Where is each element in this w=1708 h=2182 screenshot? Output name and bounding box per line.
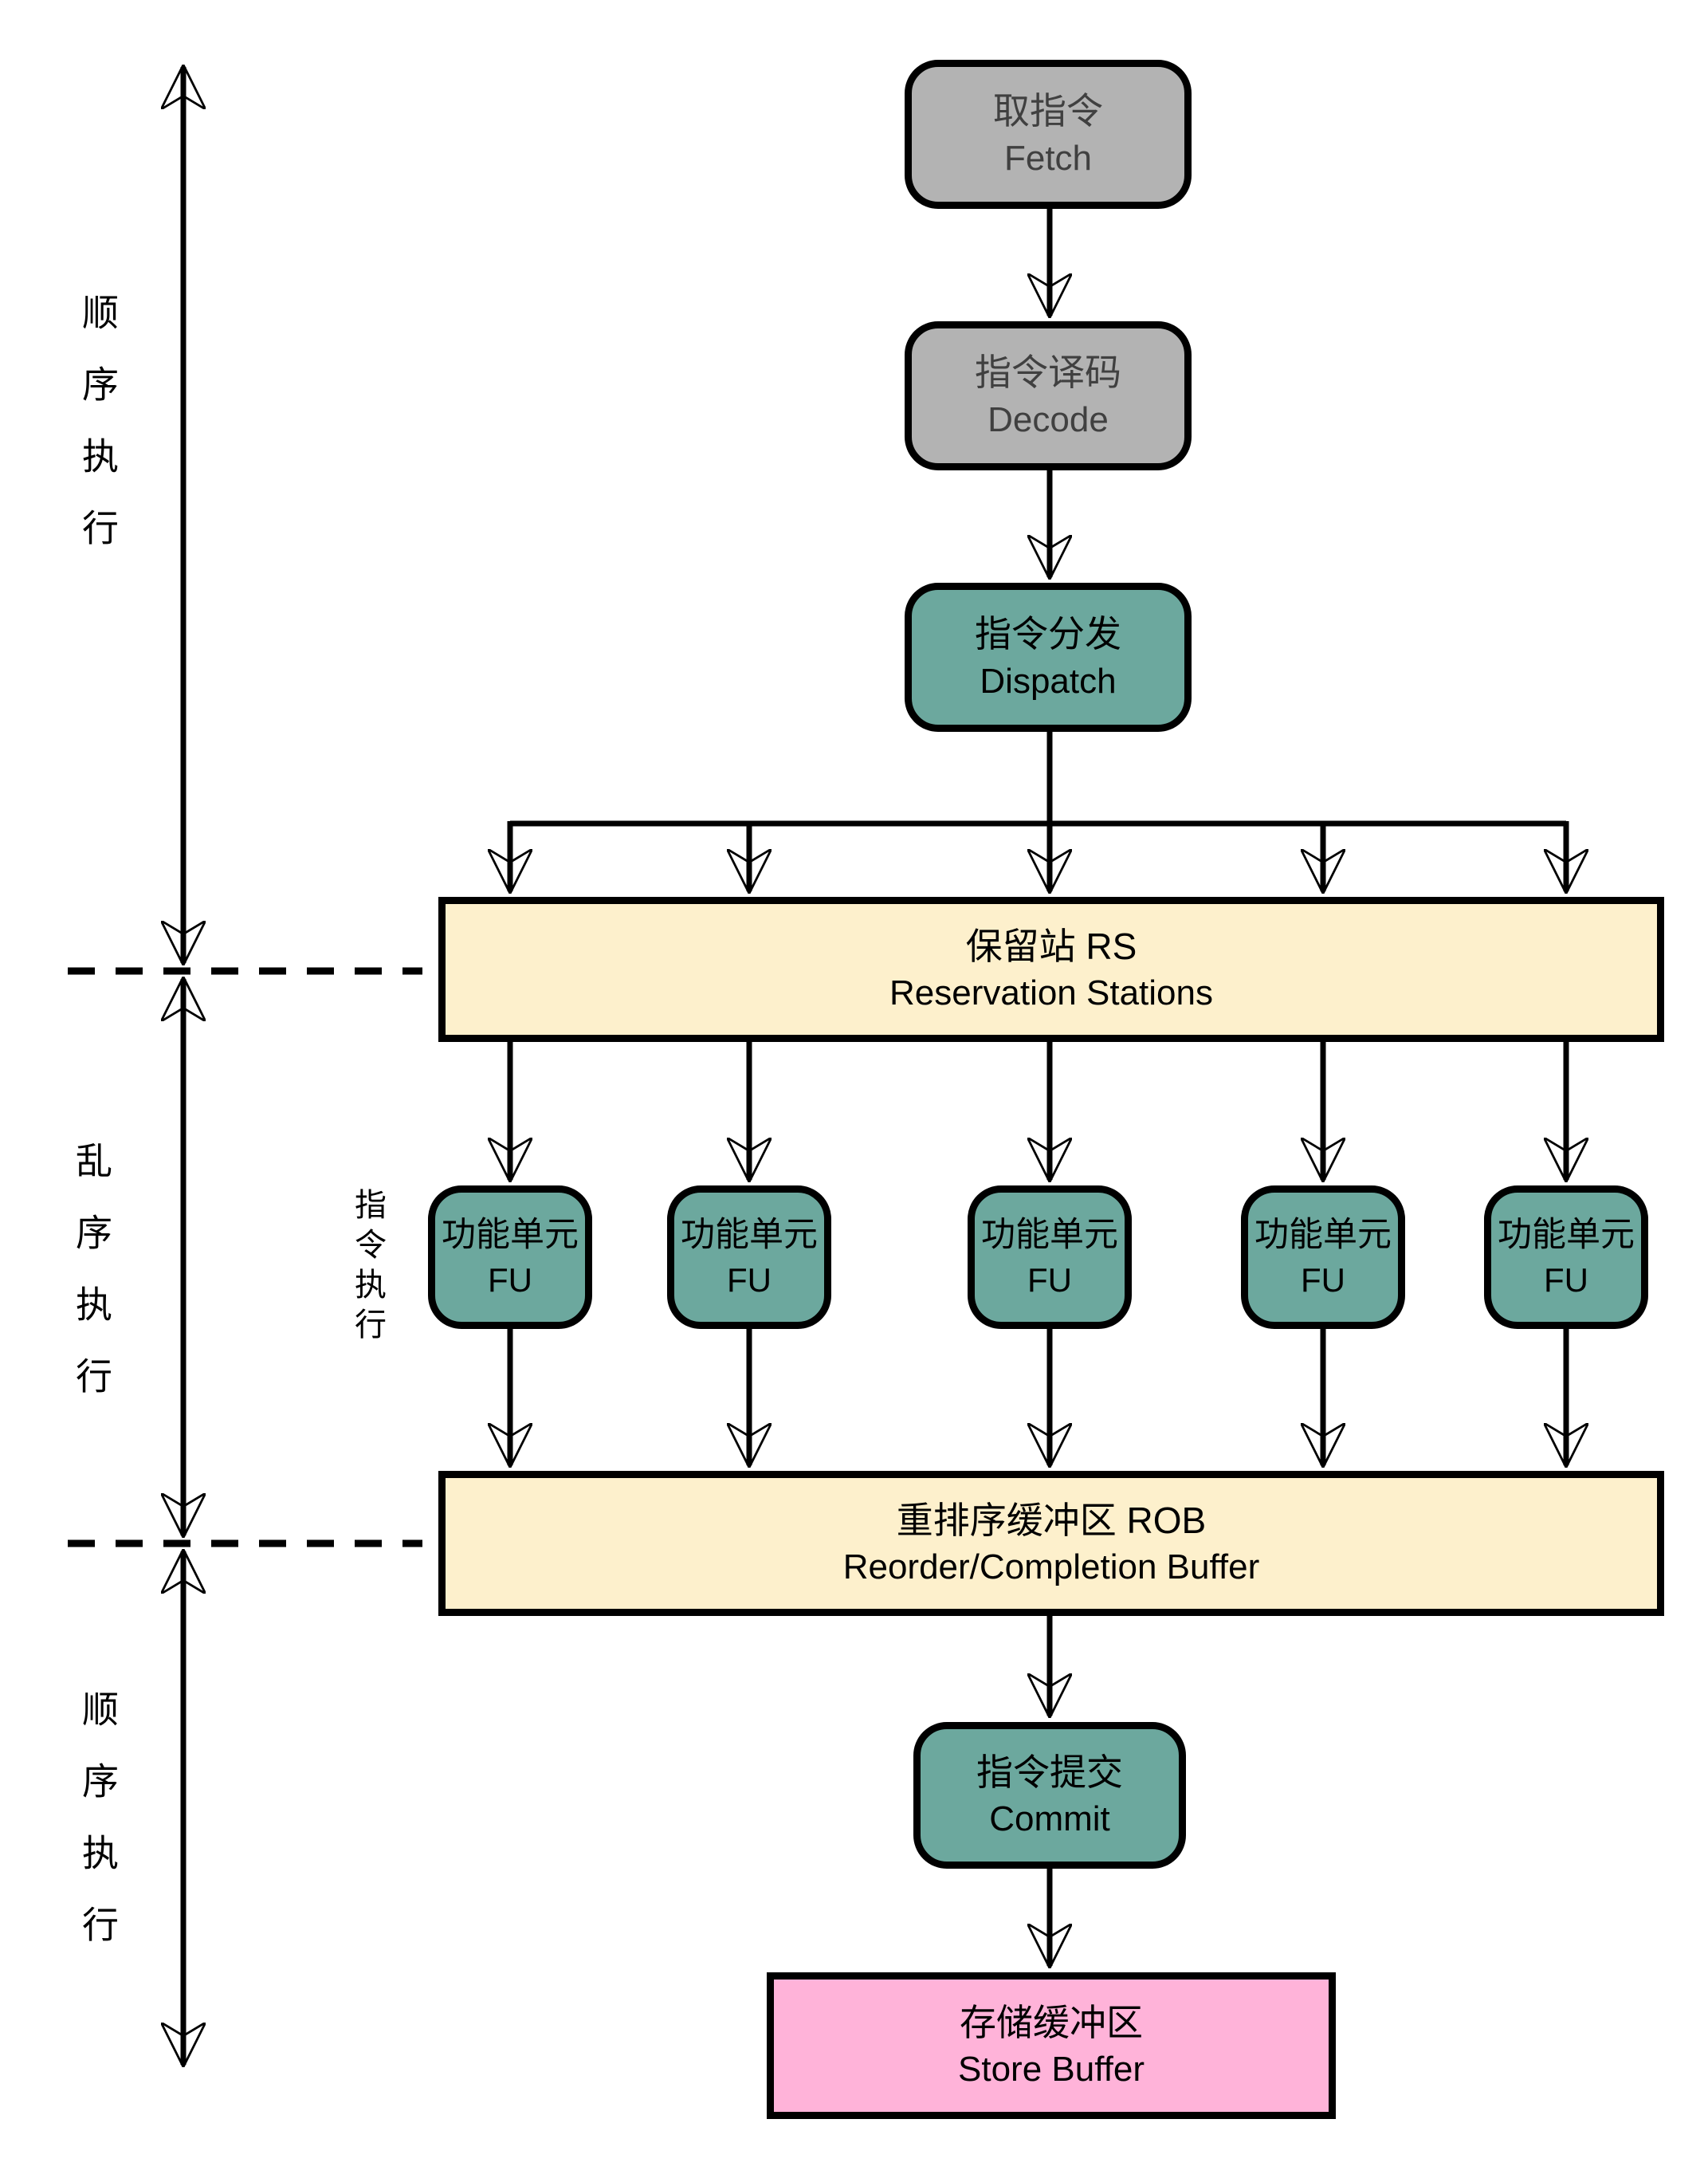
node-rob-label-zh: 重排序缓冲区 ROB bbox=[896, 1499, 1207, 1541]
node-commit-label-en: Commit bbox=[989, 1799, 1110, 1839]
node-fu-4-label-en: FU bbox=[1301, 1260, 1345, 1299]
node-commit: 指令提交 Commit bbox=[913, 1722, 1186, 1869]
node-reservation-stations: 保留站 RS Reservation Stations bbox=[438, 897, 1664, 1042]
node-rob-label-en: Reorder/Completion Buffer bbox=[842, 1547, 1260, 1587]
node-fu-2: 功能单元 FU bbox=[667, 1185, 831, 1329]
node-fu-4-label-zh: 功能单元 bbox=[1254, 1215, 1392, 1254]
node-fetch: 取指令 Fetch bbox=[905, 60, 1192, 209]
node-dispatch-label-en: Dispatch bbox=[980, 661, 1117, 701]
node-dispatch-label-zh: 指令分发 bbox=[975, 613, 1121, 655]
node-fu-3: 功能单元 FU bbox=[968, 1185, 1132, 1329]
node-store-buffer: 存储缓冲区 Store Buffer bbox=[767, 1972, 1336, 2119]
node-store-label-zh: 存储缓冲区 bbox=[960, 2001, 1143, 2043]
node-decode-label-zh: 指令译码 bbox=[975, 352, 1121, 394]
node-commit-label-zh: 指令提交 bbox=[976, 1751, 1123, 1793]
node-decode: 指令译码 Decode bbox=[905, 321, 1192, 470]
node-fu-3-label-en: FU bbox=[1027, 1260, 1072, 1299]
node-store-label-en: Store Buffer bbox=[958, 2050, 1145, 2090]
node-reorder-buffer: 重排序缓冲区 ROB Reorder/Completion Buffer bbox=[438, 1471, 1664, 1616]
node-fu-1: 功能单元 FU bbox=[428, 1185, 592, 1329]
node-fu-3-label-zh: 功能单元 bbox=[981, 1215, 1118, 1254]
node-fu-1-label-zh: 功能单元 bbox=[442, 1215, 579, 1254]
node-decode-label-en: Decode bbox=[987, 399, 1109, 439]
node-fu-2-label-zh: 功能单元 bbox=[681, 1215, 818, 1254]
label-out-of-order: 乱序执行 bbox=[71, 1142, 112, 1429]
node-fetch-label-zh: 取指令 bbox=[993, 90, 1103, 132]
label-in-order-top: 顺序执行 bbox=[77, 293, 119, 580]
node-rs-label-en: Reservation Stations bbox=[889, 973, 1213, 1013]
node-rs-label-zh: 保留站 RS bbox=[965, 925, 1137, 967]
label-instruction-execute: 指令执行 bbox=[350, 1188, 385, 1347]
node-fu-5-label-zh: 功能单元 bbox=[1498, 1215, 1635, 1254]
node-fu-2-label-en: FU bbox=[727, 1260, 772, 1299]
node-fu-5-label-en: FU bbox=[1544, 1260, 1588, 1299]
node-dispatch: 指令分发 Dispatch bbox=[905, 583, 1192, 732]
node-fu-1-label-en: FU bbox=[488, 1260, 532, 1299]
node-fetch-label-en: Fetch bbox=[1003, 138, 1093, 178]
label-in-order-bottom: 顺序执行 bbox=[77, 1690, 119, 1977]
node-fu-4: 功能单元 FU bbox=[1241, 1185, 1405, 1329]
node-fu-5: 功能单元 FU bbox=[1484, 1185, 1648, 1329]
